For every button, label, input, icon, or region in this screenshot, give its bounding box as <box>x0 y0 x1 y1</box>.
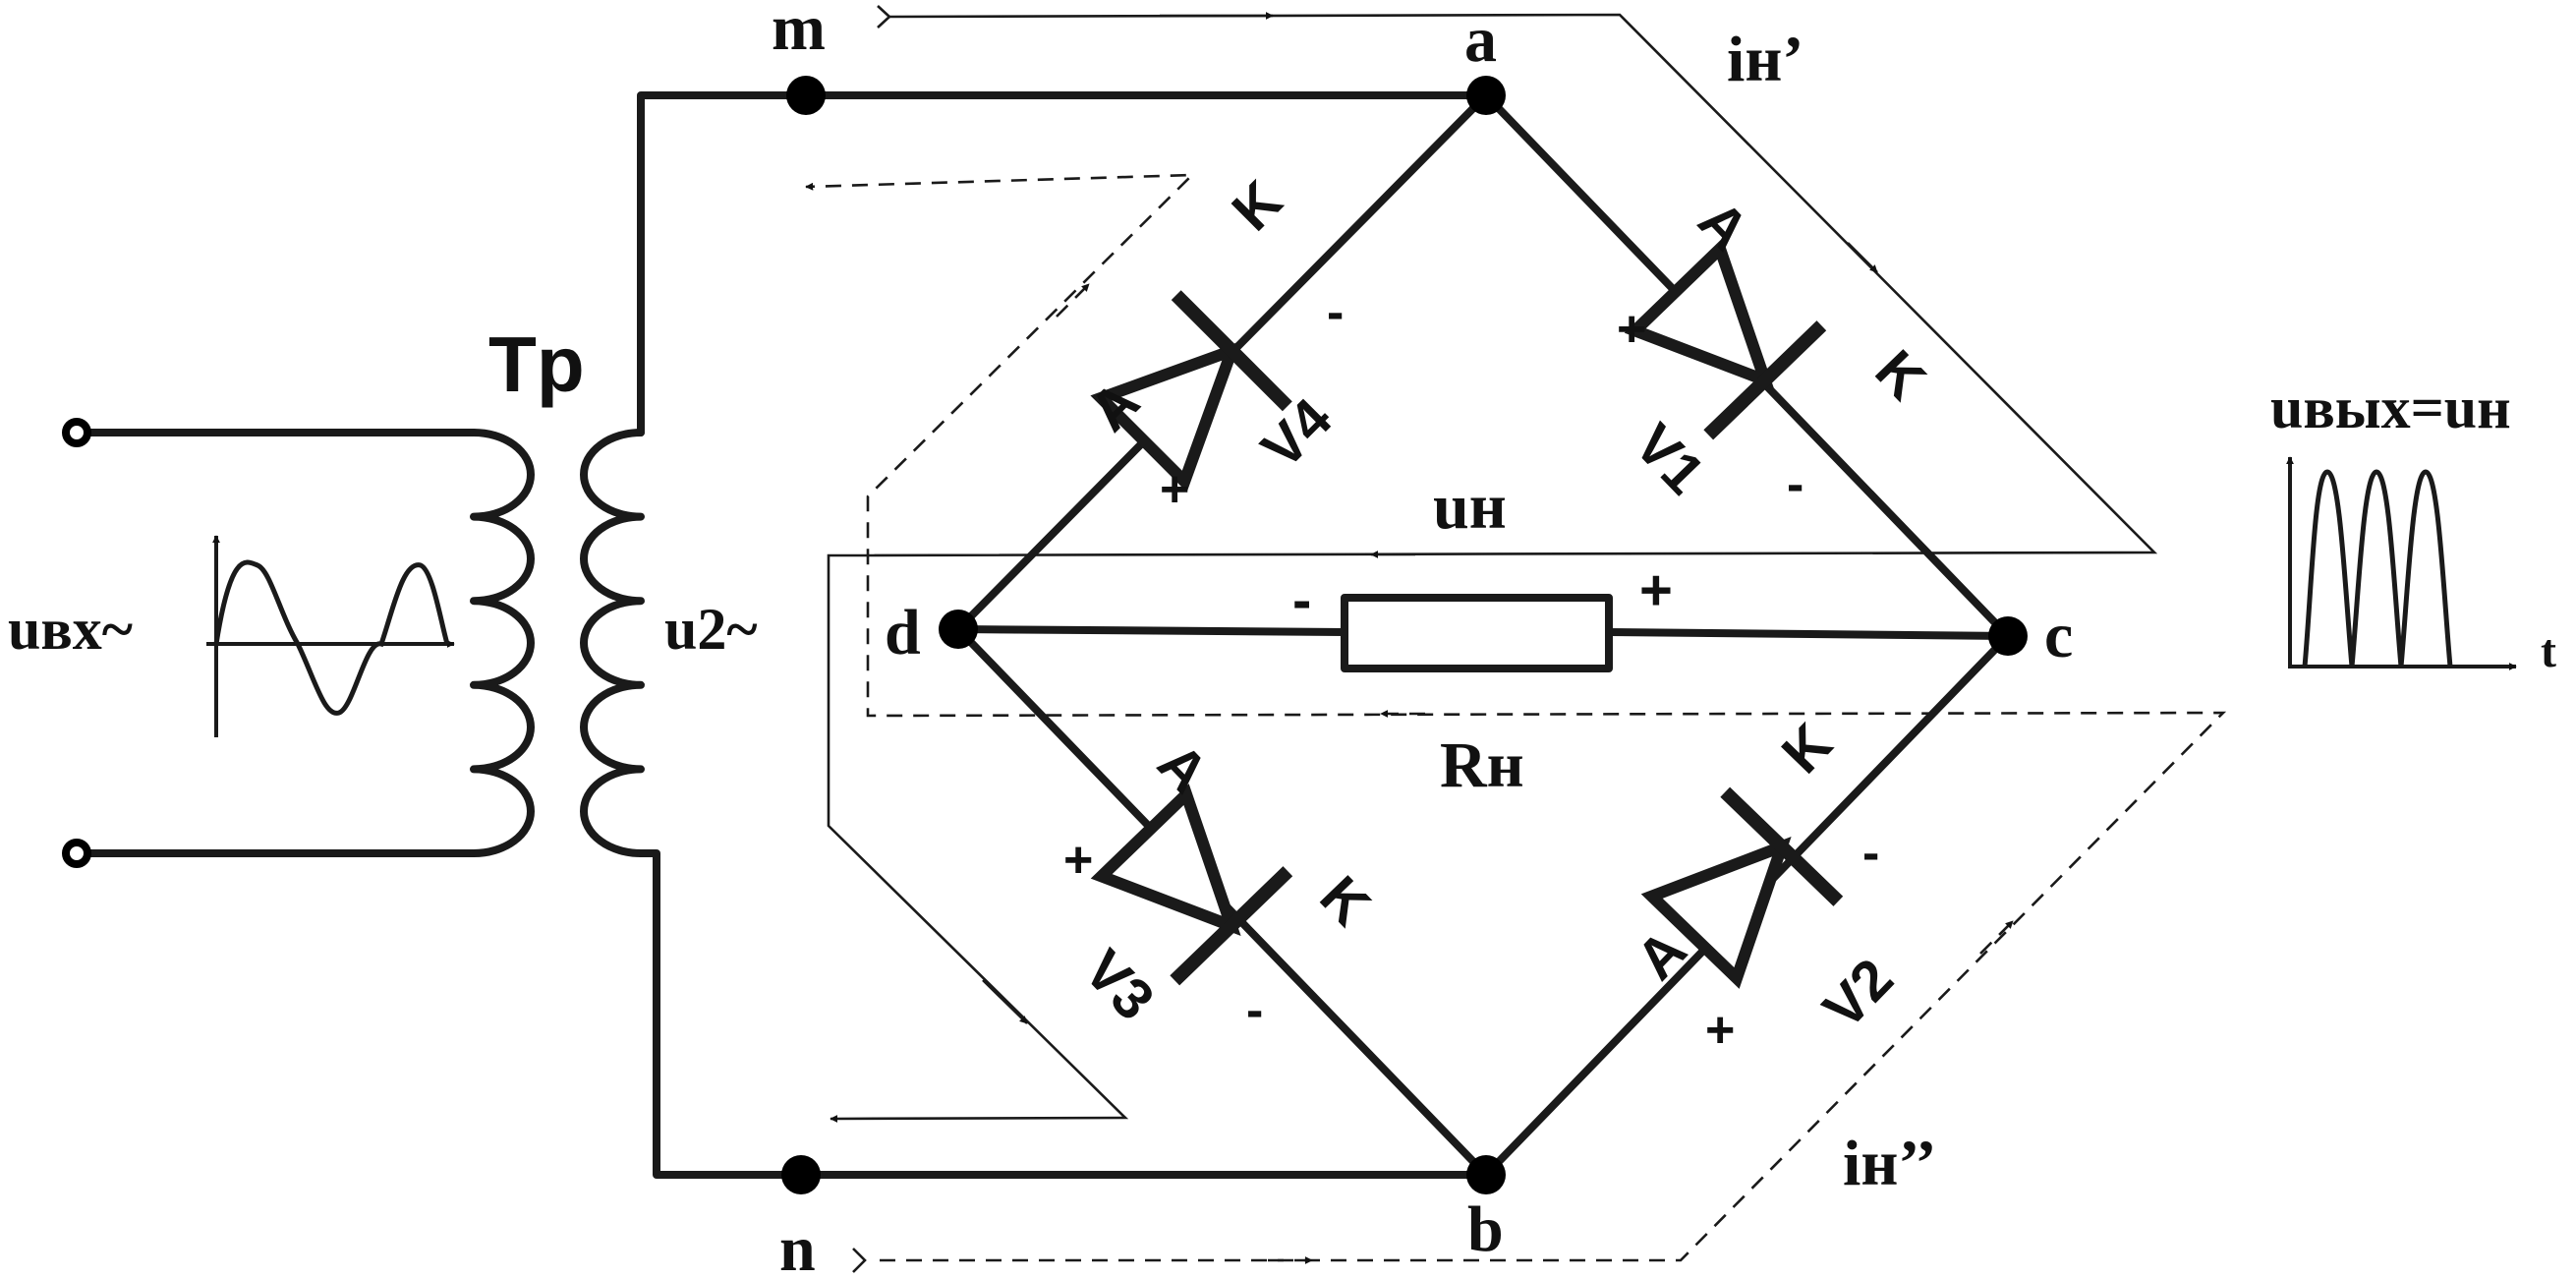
load-minus-label: - <box>1292 568 1311 632</box>
node-n <box>781 1155 821 1194</box>
diode-v1-plus: + <box>1617 301 1646 358</box>
diode-v1-minus: - <box>1787 456 1803 513</box>
diode-v4-bar <box>1171 290 1292 412</box>
diode-v2-bar <box>1720 786 1844 906</box>
transformer-label: Tp <box>488 320 585 408</box>
load-plus-label: + <box>1639 558 1673 622</box>
load-resistor-label: Rн <box>1440 729 1524 801</box>
node-c <box>1988 616 2028 656</box>
load-wire-right <box>1605 628 2012 640</box>
diode-v3 <box>1090 784 1293 986</box>
current-second-label: iн’’ <box>1843 1128 1936 1199</box>
node-d <box>939 610 978 649</box>
diode-v3-plus: + <box>1063 832 1093 889</box>
diode-v4-name: V4 <box>1249 386 1344 481</box>
node-d-label: d <box>885 597 921 669</box>
node-a-label: a <box>1464 4 1497 76</box>
diode-v4-minus: - <box>1327 284 1344 341</box>
current-path-second <box>805 173 2227 1273</box>
node-m-label: m <box>772 0 826 64</box>
node-a <box>1466 76 1506 115</box>
output-waveform <box>2286 456 2517 670</box>
diode-v1-bar <box>1703 320 1827 440</box>
diode-v1-name: V1 <box>1623 412 1717 506</box>
diode-v1-anode-label: A <box>1687 189 1761 262</box>
node-b-label: b <box>1467 1193 1504 1265</box>
diode-v1-triangle <box>1624 238 1775 390</box>
diode-v3-triangle <box>1090 784 1241 936</box>
diode-v4-triangle <box>1090 340 1242 493</box>
time-axis-label: t <box>2541 625 2556 677</box>
secondary-voltage-label: u2~ <box>664 597 758 662</box>
input-waveform <box>206 535 455 737</box>
output-voltage-label: uвых=uн <box>2270 376 2511 440</box>
load-voltage-label: uн <box>1433 471 1507 543</box>
input-terminal-top <box>62 418 91 447</box>
diode-v2 <box>1640 786 1844 989</box>
load-resistor <box>1341 594 1613 672</box>
node-m <box>786 76 826 115</box>
secondary-winding <box>580 429 645 857</box>
diode-v3-cathode-label: K <box>1308 864 1383 938</box>
current-first-label: iн’ <box>1727 24 1803 95</box>
diode-v2-cathode-label: K <box>1770 712 1845 785</box>
diode-v2-triangle <box>1640 837 1792 989</box>
diode-v4-plus: + <box>1160 461 1189 518</box>
diode-v1-cathode-label: K <box>1863 338 1938 412</box>
diode-v3-minus: - <box>1246 982 1263 1039</box>
node-c-label: c <box>2044 600 2073 671</box>
input-terminals <box>62 418 478 868</box>
diode-v3-anode-label: A <box>1146 731 1221 805</box>
diode-v2-name: V2 <box>1811 947 1906 1041</box>
current-path-first <box>827 5 2158 1123</box>
transformer <box>470 429 645 857</box>
diode-v4 <box>1090 290 1292 493</box>
secondary-wiring <box>637 91 1490 1179</box>
diode-v3-name: V3 <box>1072 938 1167 1032</box>
input-voltage-label: uвх~ <box>8 597 133 662</box>
junction-nodes <box>781 76 2028 1194</box>
diode-v3-bar <box>1170 866 1293 986</box>
primary-winding <box>470 429 535 857</box>
node-n-label: n <box>779 1213 816 1279</box>
diode-v4-cathode-label: K <box>1220 169 1294 244</box>
input-terminal-bottom <box>62 839 91 868</box>
diode-v1 <box>1624 238 1827 440</box>
load-wire-left <box>954 625 1348 636</box>
diode-v2-minus: - <box>1862 825 1879 882</box>
node-b <box>1466 1155 1506 1194</box>
diode-v2-plus: + <box>1705 1002 1735 1059</box>
